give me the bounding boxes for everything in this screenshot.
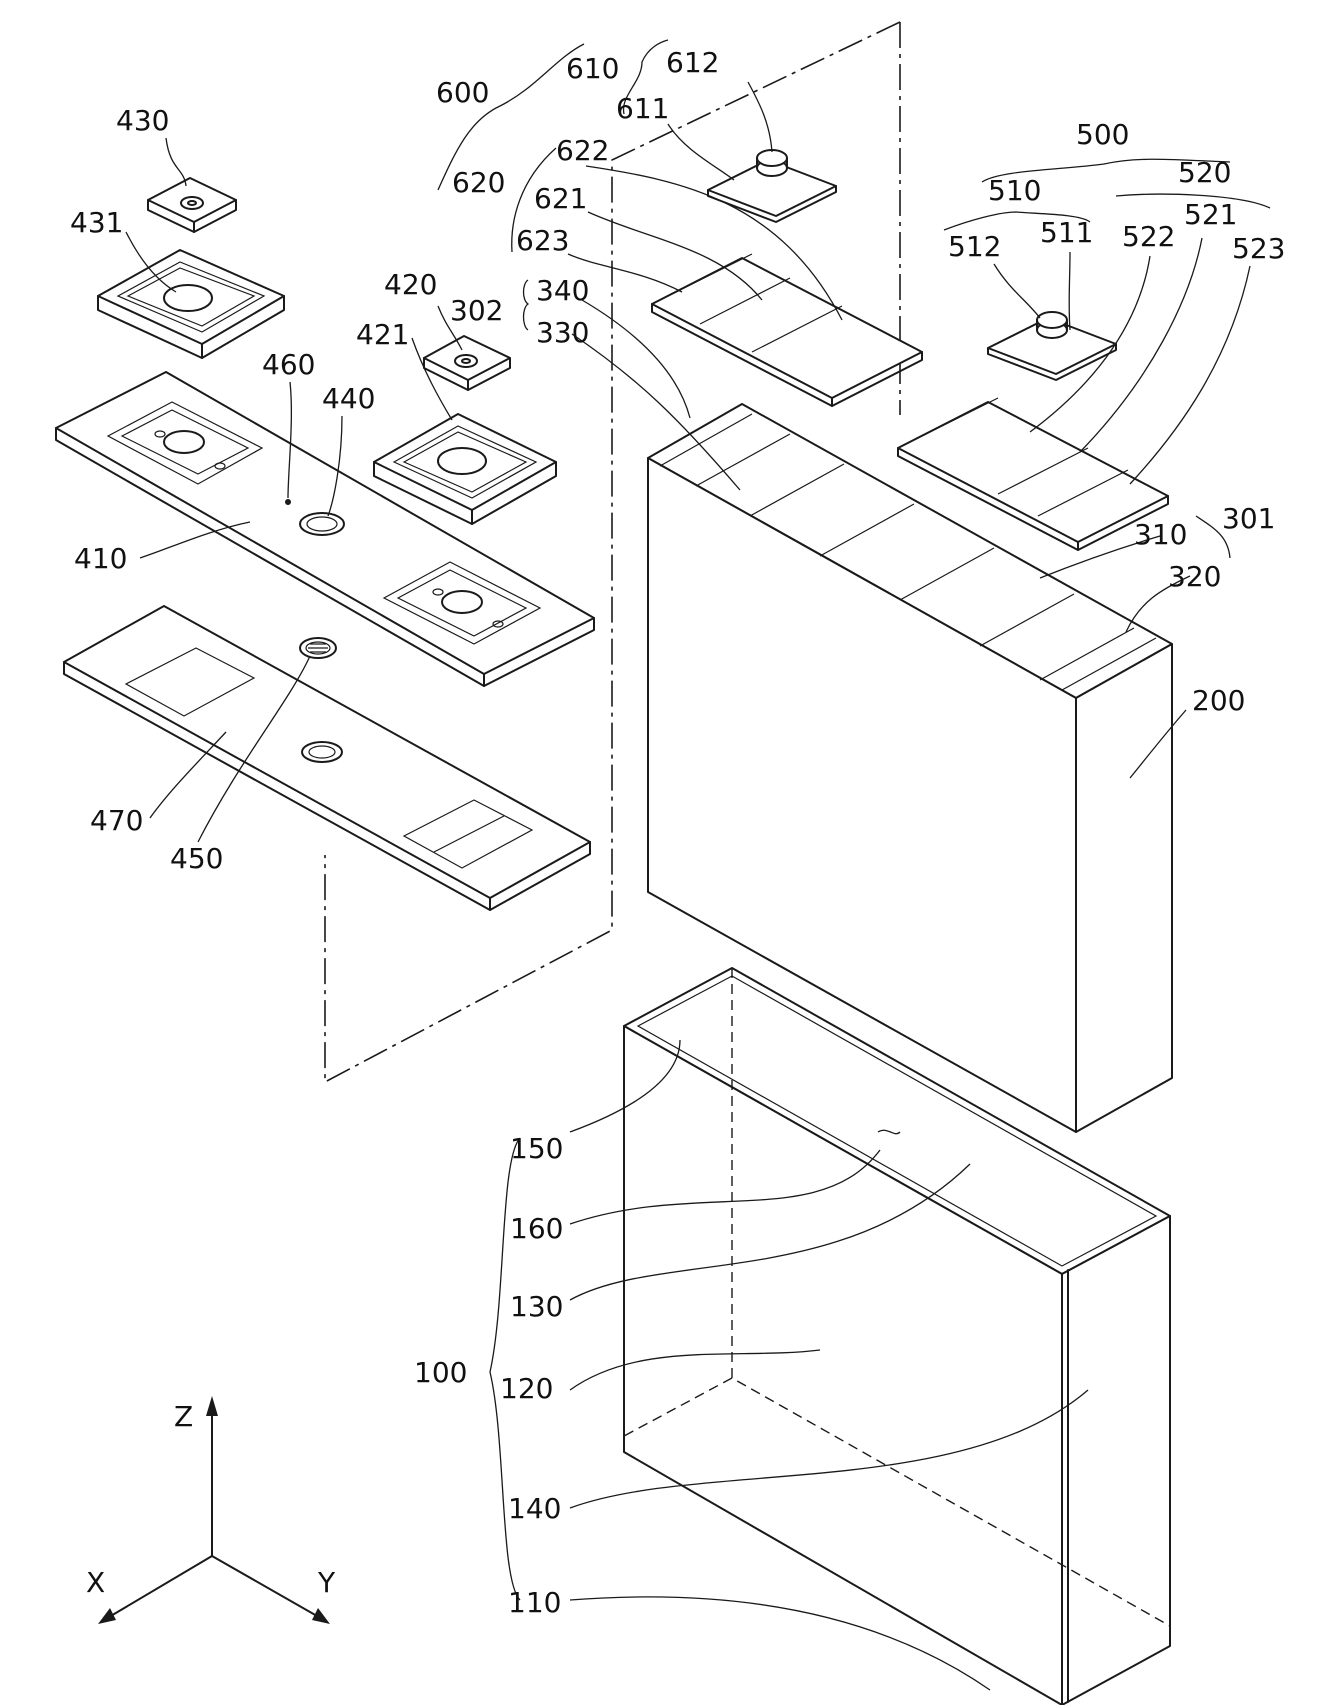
ref-521: 521 bbox=[1184, 198, 1237, 231]
ref-621: 621 bbox=[534, 182, 587, 215]
ref-310: 310 bbox=[1134, 518, 1187, 551]
ref-200: 200 bbox=[1192, 684, 1245, 717]
ref-623: 623 bbox=[516, 224, 569, 257]
ref-421: 421 bbox=[356, 318, 409, 351]
ref-600: 600 bbox=[436, 76, 489, 109]
gasket-431 bbox=[98, 250, 284, 358]
ref-522: 522 bbox=[1122, 220, 1175, 253]
ref-320: 320 bbox=[1168, 560, 1221, 593]
ref-340: 340 bbox=[536, 274, 589, 307]
ref-440: 440 bbox=[322, 382, 375, 415]
ref-120: 120 bbox=[500, 1372, 553, 1405]
ref-410: 410 bbox=[74, 542, 127, 575]
terminal-cap-420 bbox=[424, 336, 510, 390]
ref-430: 430 bbox=[116, 104, 169, 137]
ref-620: 620 bbox=[452, 166, 505, 199]
ref-523: 523 bbox=[1232, 232, 1285, 265]
ref-622: 622 bbox=[556, 134, 609, 167]
ref-110: 110 bbox=[508, 1586, 561, 1619]
ref-511: 511 bbox=[1040, 216, 1093, 249]
ref-510: 510 bbox=[988, 174, 1041, 207]
ref-612: 612 bbox=[666, 46, 719, 79]
ref-100: 100 bbox=[414, 1356, 467, 1389]
ref-150: 150 bbox=[510, 1132, 563, 1165]
ref-160: 160 bbox=[510, 1212, 563, 1245]
axis-label-y: Y bbox=[317, 1566, 336, 1599]
ref-512: 512 bbox=[948, 230, 1001, 263]
terminal-cap-430 bbox=[148, 178, 236, 232]
ref-420: 420 bbox=[384, 268, 437, 301]
ref-460: 460 bbox=[262, 348, 315, 381]
coordinate-axes bbox=[98, 1396, 330, 1624]
terminal-plate-611 bbox=[708, 150, 836, 222]
ref-500: 500 bbox=[1076, 118, 1129, 151]
ref-330: 330 bbox=[536, 316, 589, 349]
ref-611: 611 bbox=[616, 92, 669, 125]
ref-302: 302 bbox=[450, 294, 503, 327]
ref-450: 450 bbox=[170, 842, 223, 875]
ref-470: 470 bbox=[90, 804, 143, 837]
lead-tab-620 bbox=[652, 254, 922, 406]
ref-301: 301 bbox=[1222, 502, 1275, 535]
ref-431: 431 bbox=[70, 206, 123, 239]
axis-label-x: X bbox=[86, 1566, 105, 1599]
axis-label-z: Z bbox=[174, 1400, 193, 1433]
safety-vent-450 bbox=[300, 638, 336, 658]
ref-520: 520 bbox=[1178, 156, 1231, 189]
ref-610: 610 bbox=[566, 52, 619, 85]
ref-130: 130 bbox=[510, 1290, 563, 1323]
ref-140: 140 bbox=[508, 1492, 561, 1525]
